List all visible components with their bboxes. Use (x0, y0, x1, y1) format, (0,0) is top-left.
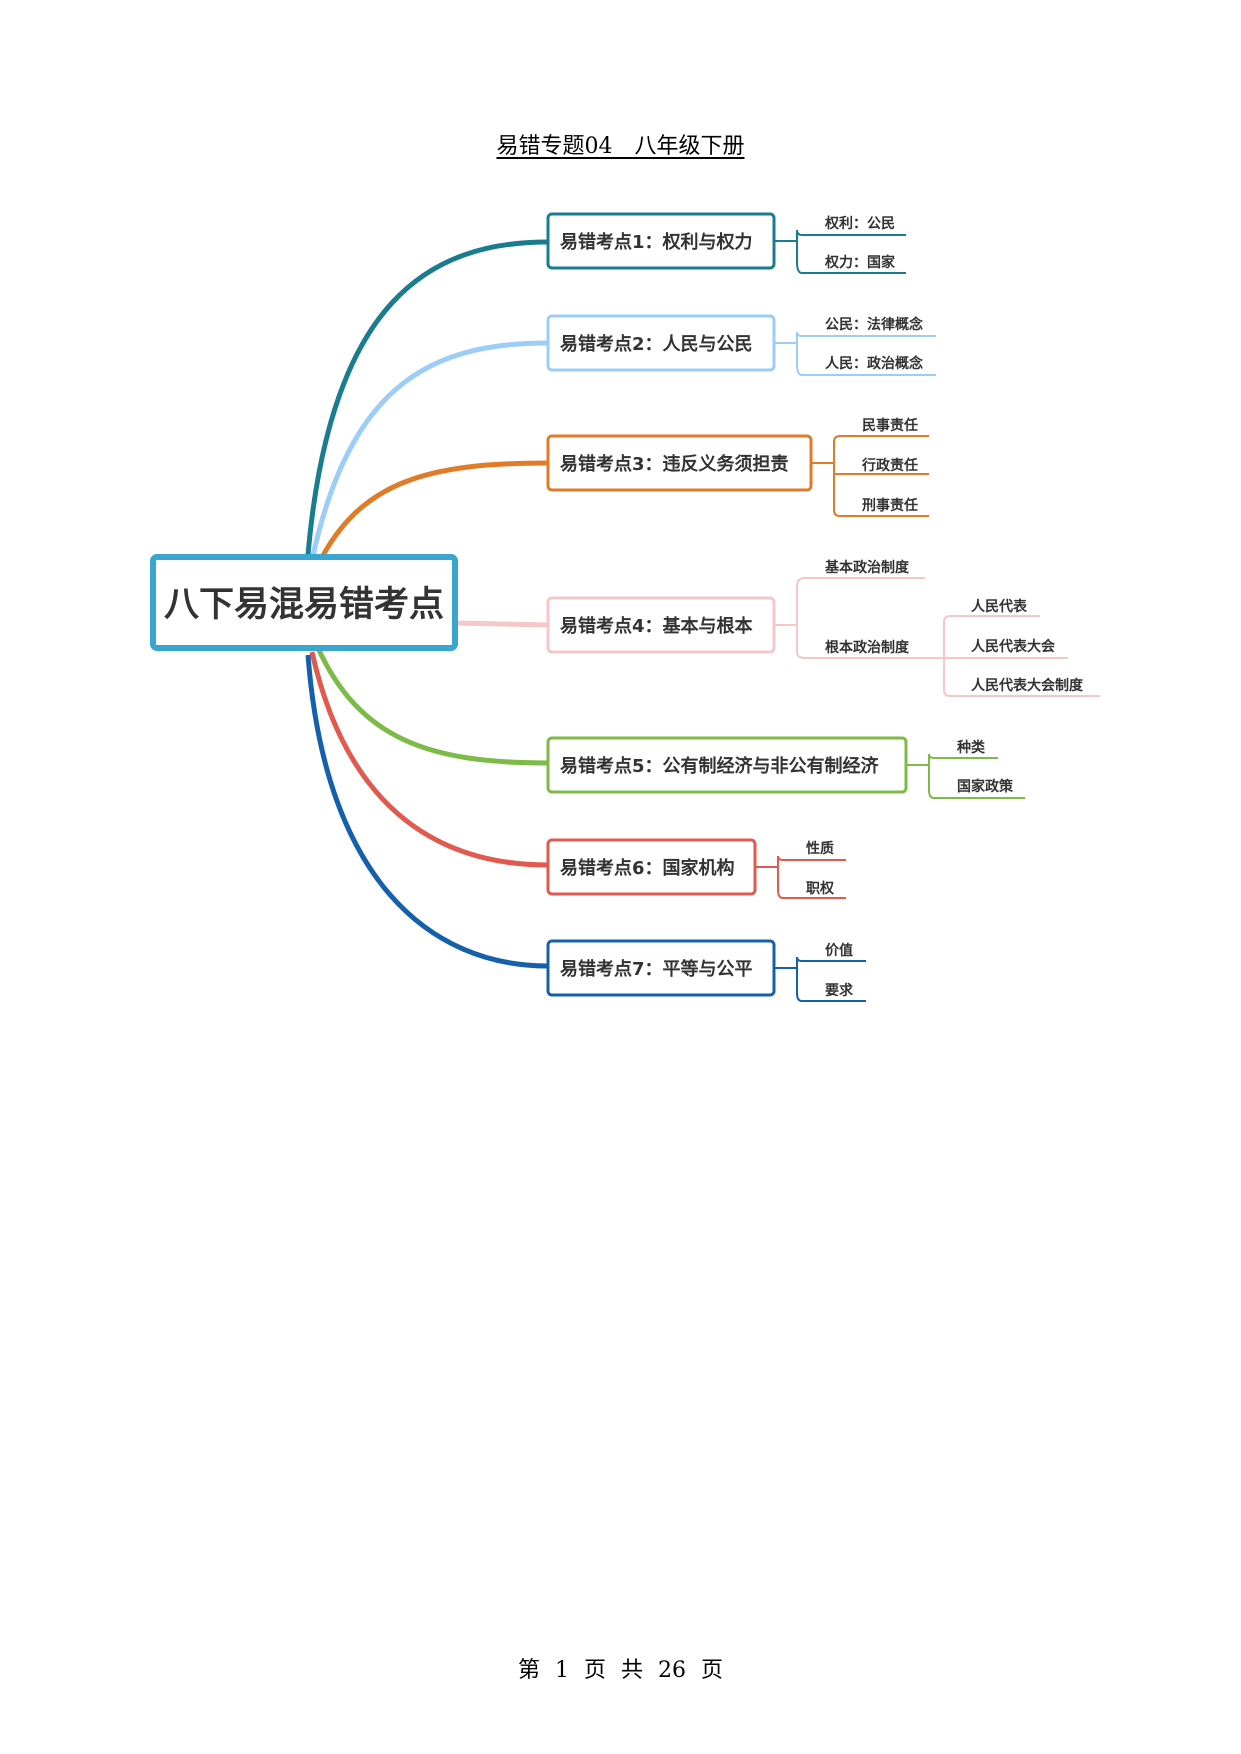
leaf-connectors-3 (811, 435, 929, 517)
branch-connectors (305, 239, 549, 969)
branch-label-6: 易错考点6：国家机构 (560, 857, 735, 879)
branch-node-5[interactable]: 易错考点5：公有制经济与非公有制经济 (546, 736, 908, 794)
connector-branch-7 (305, 654, 549, 969)
leaf-5-2: 国家政策 (957, 778, 1014, 795)
leaf-connectors-1 (774, 229, 906, 274)
center-node[interactable]: 八下易混易错考点 (150, 554, 458, 651)
leaf-connectors-7 (774, 956, 866, 1002)
branch-label-1: 易错考点1：权利与权力 (560, 231, 753, 253)
connector-branch-5 (315, 646, 549, 766)
connector-branch-4 (454, 620, 549, 628)
leaf-connectors-5 (906, 753, 1025, 799)
leaf-3-1: 民事责任 (862, 417, 918, 434)
leaf-connectors-2 (774, 331, 936, 376)
branch-label-4: 易错考点4：基本与根本 (560, 615, 753, 637)
leaf-1-2: 权力：国家 (824, 254, 896, 271)
leaf-3-2: 行政责任 (861, 457, 918, 474)
leaf-3-3: 刑事责任 (862, 497, 918, 514)
branch-node-4[interactable]: 易错考点4：基本与根本 (546, 596, 776, 654)
page-footer: 第 1 页 共 26 页 (518, 1658, 723, 1683)
branch-node-6[interactable]: 易错考点6：国家机构 (546, 838, 757, 896)
leaf-2-2: 人民：政治概念 (825, 355, 924, 372)
leaf-4-2-3: 人民代表大会制度 (971, 677, 1084, 694)
connector-branch-2 (309, 340, 549, 561)
leaf-1-1: 权利：公民 (824, 215, 895, 232)
leaf-4-1: 基本政治制度 (825, 559, 910, 576)
leaf-6-2: 职权 (806, 880, 835, 897)
branch-label-2: 易错考点2：人民与公民 (560, 333, 753, 355)
leaf-5-1: 种类 (956, 739, 986, 756)
branch-label-7: 易错考点7：平等与公平 (560, 958, 753, 980)
connector-branch-3 (315, 460, 549, 567)
branch-node-7[interactable]: 易错考点7：平等与公平 (546, 939, 776, 997)
leaf-7-1: 价值 (825, 942, 853, 959)
leaf-connectors-4 (774, 577, 1100, 697)
branch-node-3[interactable]: 易错考点3：违反义务须担责 (546, 434, 813, 492)
branch-node-1[interactable]: 易错考点1：权利与权力 (546, 212, 776, 270)
branch-node-2[interactable]: 易错考点2：人民与公民 (546, 314, 776, 372)
leaf-connectors-6 (755, 855, 846, 899)
leaf-4-2-1: 人民代表 (971, 598, 1028, 615)
leaf-2-1: 公民：法律概念 (825, 316, 924, 333)
connector-branch-6 (309, 651, 549, 868)
branch-label-5: 易错考点5：公有制经济与非公有制经济 (560, 755, 880, 777)
leaf-6-1: 性质 (806, 840, 834, 857)
leaf-4-2-2: 人民代表大会 (971, 638, 1056, 655)
branch-label-3: 易错考点3：违反义务须担责 (560, 453, 789, 475)
document-title: 易错专题04 八年级下册 (496, 134, 745, 159)
leaf-4-2: 根本政治制度 (825, 639, 910, 656)
leaf-7-2: 要求 (825, 982, 854, 999)
connector-branch-1 (305, 239, 549, 556)
center-node-label: 八下易混易错考点 (164, 585, 444, 625)
